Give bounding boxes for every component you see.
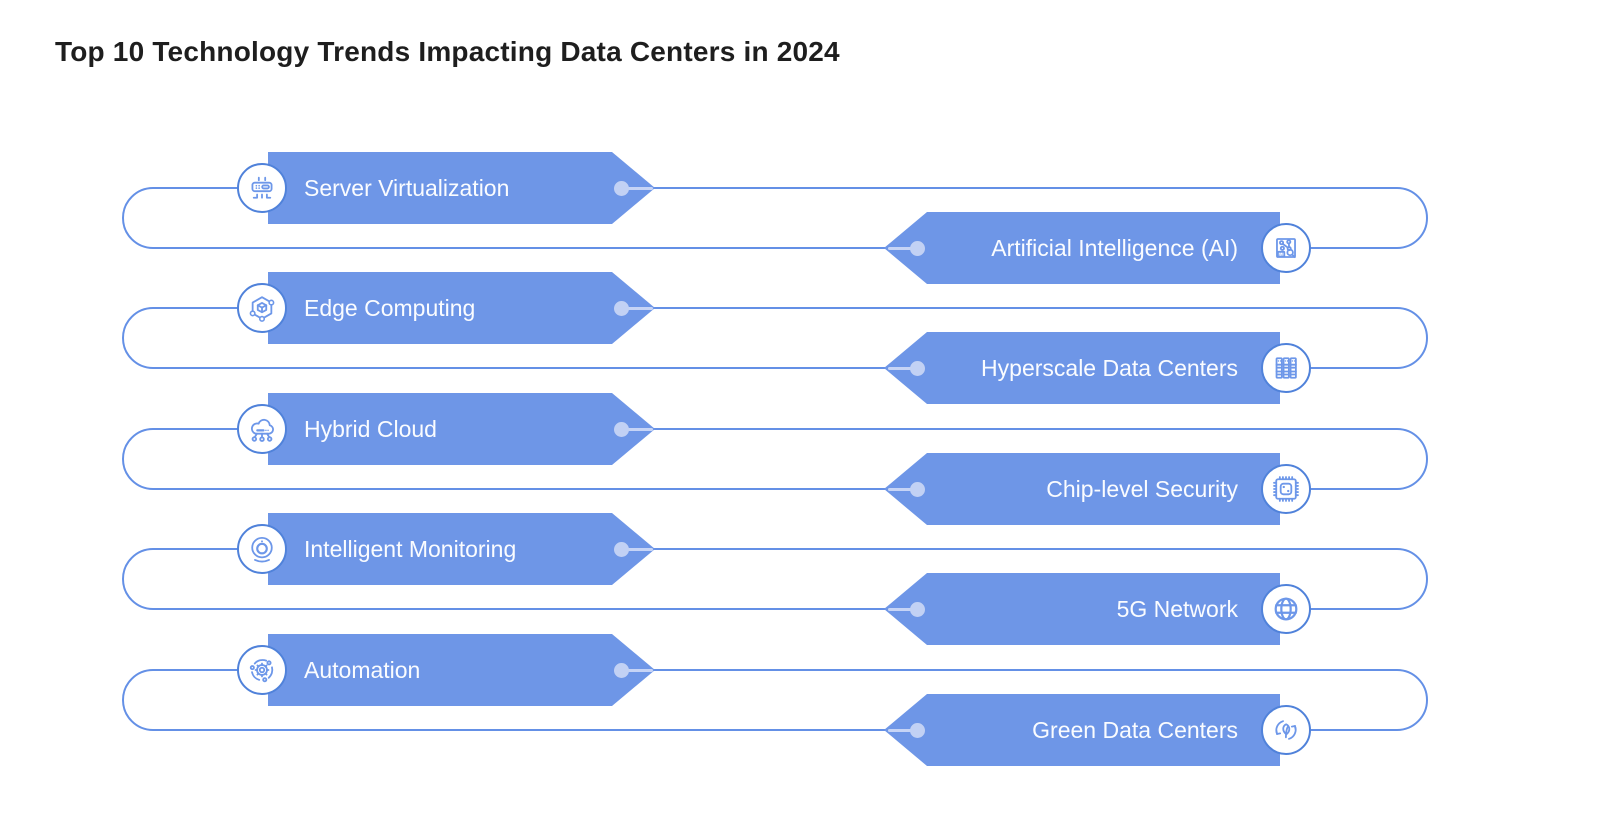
cloud-network-icon bbox=[237, 404, 287, 454]
connector-dot bbox=[614, 541, 629, 557]
trend-banner-hyperscale-data-centers: Hyperscale Data Centers bbox=[884, 332, 1311, 404]
loop-connector bbox=[122, 187, 1428, 249]
trend-banner-server-virtualization: Server Virtualization bbox=[237, 152, 655, 224]
loop-connector bbox=[122, 307, 1428, 369]
connector-stub bbox=[888, 366, 918, 370]
server-racks-icon bbox=[1261, 343, 1311, 393]
connector-dot bbox=[614, 662, 629, 678]
banner-shape bbox=[268, 513, 655, 585]
connector-dot bbox=[910, 722, 925, 738]
trend-banner-hybrid-cloud: Hybrid Cloud bbox=[237, 393, 655, 465]
connector-stub bbox=[620, 547, 653, 551]
secure-chip-icon bbox=[1261, 464, 1311, 514]
webcam-monitor-icon bbox=[237, 524, 287, 574]
trend-banner-intelligent-monitoring: Intelligent Monitoring bbox=[237, 513, 655, 585]
edge-computing-icon bbox=[237, 283, 287, 333]
connector-stub bbox=[888, 728, 918, 732]
connector-stub bbox=[620, 306, 653, 310]
trend-banner-automation: Automation bbox=[237, 634, 655, 706]
trend-label: Intelligent Monitoring bbox=[304, 536, 517, 562]
svg-text:AI: AI bbox=[1279, 252, 1283, 257]
banner-shape bbox=[268, 393, 655, 465]
banner-shape bbox=[268, 272, 655, 344]
ai-circuit-icon: AI bbox=[1261, 223, 1311, 273]
trend-label: Green Data Centers bbox=[1032, 717, 1238, 743]
connector-dot bbox=[614, 421, 629, 437]
connector-dot bbox=[910, 360, 925, 376]
connector-stub bbox=[888, 607, 918, 611]
connector-dot bbox=[910, 240, 925, 256]
connector-stub bbox=[888, 487, 918, 491]
trend-banner-artificial-intelligence: AI Artificial Intelligence (AI) bbox=[884, 212, 1311, 284]
connector-stub bbox=[888, 246, 918, 250]
trend-label: 5G Network bbox=[1116, 596, 1238, 622]
connector-dot bbox=[614, 300, 629, 316]
connector-dot bbox=[910, 481, 925, 497]
page-title: Top 10 Technology Trends Impacting Data … bbox=[55, 36, 840, 67]
banner-shape bbox=[884, 332, 1280, 404]
banner-shape bbox=[884, 453, 1280, 525]
banner-shape bbox=[884, 694, 1280, 766]
loop-connector bbox=[122, 548, 1428, 610]
trend-label: Artificial Intelligence (AI) bbox=[991, 235, 1238, 261]
server-virtualization-icon bbox=[237, 163, 287, 213]
connector-stub bbox=[620, 427, 653, 431]
globe-network-icon bbox=[1261, 584, 1311, 634]
trend-label: Automation bbox=[304, 657, 421, 683]
gear-orbit-icon bbox=[237, 645, 287, 695]
trend-label: Edge Computing bbox=[304, 295, 476, 321]
trend-label: Chip-level Security bbox=[1046, 476, 1238, 502]
connector-stub bbox=[620, 668, 653, 672]
connector-dot bbox=[614, 180, 629, 196]
banner-shape bbox=[884, 573, 1280, 645]
trend-label: Hyperscale Data Centers bbox=[981, 355, 1238, 381]
trend-label: Server Virtualization bbox=[304, 175, 510, 201]
loop-connector bbox=[122, 428, 1428, 490]
trend-banner-green-data-centers: Green Data Centers bbox=[884, 694, 1311, 766]
banner-shape bbox=[268, 152, 655, 224]
trend-label: Hybrid Cloud bbox=[304, 416, 437, 442]
banner-shape bbox=[884, 212, 1280, 284]
trend-banner-chip-level-security: Chip-level Security bbox=[884, 453, 1311, 525]
eco-leaf-cycle-icon bbox=[1261, 705, 1311, 755]
connector-stub bbox=[620, 186, 653, 190]
loop-connector bbox=[122, 669, 1428, 731]
trend-banner-5g-network: 5G Network bbox=[884, 573, 1311, 645]
banner-shape bbox=[268, 634, 655, 706]
trend-banner-edge-computing: Edge Computing bbox=[237, 272, 655, 344]
connector-dot bbox=[910, 601, 925, 617]
